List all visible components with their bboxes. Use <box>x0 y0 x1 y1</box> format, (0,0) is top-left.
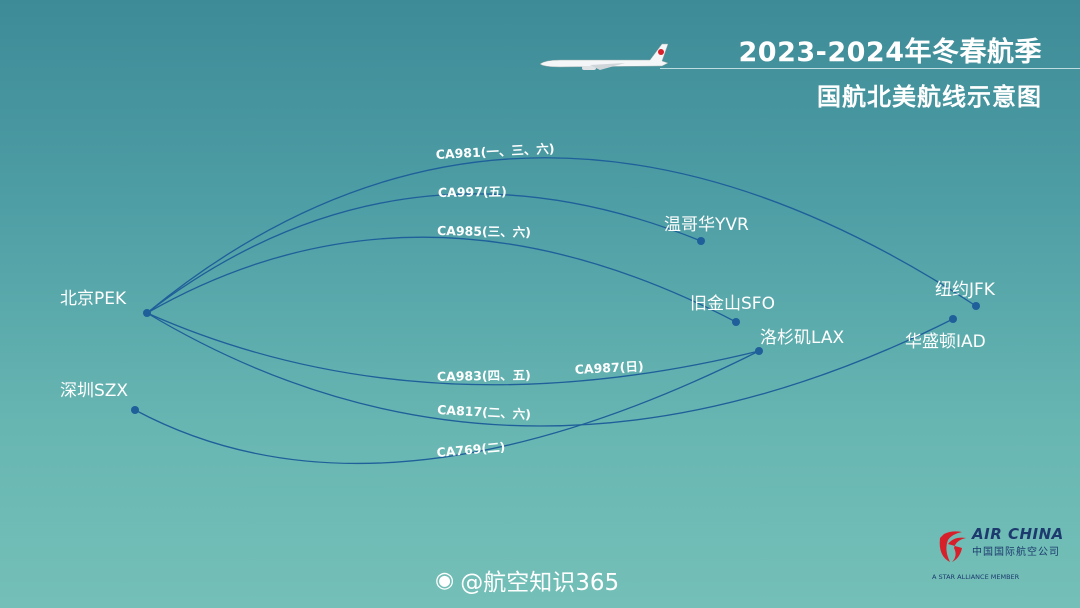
route-ca769 <box>134 350 760 465</box>
city-label-pek: 北京PEK <box>60 289 127 309</box>
route-label-ca987: CA987(日) <box>574 358 644 377</box>
city-label-szx: 深圳SZX <box>60 381 128 401</box>
route-label-ca817: CA817(二、六) <box>437 402 532 422</box>
page-subtitle: 国航北美航线示意图 <box>817 83 1042 111</box>
route-label-ca985: CA985(三、六) <box>437 223 531 240</box>
logo-text-cn: 中国国际航空公司 <box>972 547 1060 558</box>
city-dot-sfo <box>732 318 740 326</box>
phoenix-logo-icon <box>939 531 966 562</box>
title-rule <box>660 68 1080 69</box>
route-ca985 <box>146 236 737 323</box>
city-label-lax: 洛杉矶LAX <box>760 328 844 348</box>
watermark-text: @航空知识365 <box>460 570 620 596</box>
city-label-sfo: 旧金山SFO <box>690 294 775 314</box>
logo-text-en: AIR CHINA <box>972 525 1064 543</box>
route-label-ca997: CA997(五) <box>438 184 507 200</box>
page-title: 2023-2024年冬春航季 <box>738 37 1042 68</box>
route-ca997 <box>146 193 702 314</box>
airplane-icon <box>539 43 669 70</box>
route-label-ca769: CA769(二) <box>436 439 506 460</box>
city-dot-pek <box>143 309 151 317</box>
city-label-iad: 华盛顿IAD <box>905 332 986 352</box>
air-china-logo: AIR CHINA 中国国际航空公司 A STAR ALLIANCE MEMBE… <box>932 526 1072 586</box>
city-label-yvr: 温哥华YVR <box>664 215 749 235</box>
city-dot-lax <box>755 347 763 355</box>
city-dot-yvr <box>697 237 705 245</box>
city-dot-iad <box>949 315 957 323</box>
city-label-jfk: 纽约JFK <box>935 280 996 300</box>
route-label-ca981: CA981(一、三、六) <box>435 141 554 162</box>
route-ca981 <box>146 157 977 314</box>
city-dot-szx <box>131 406 139 414</box>
weibo-watermark: ◉ @航空知识365 <box>435 563 619 597</box>
star-alliance-text: A STAR ALLIANCE MEMBER <box>932 573 1020 581</box>
weibo-icon: ◉ <box>435 567 455 593</box>
route-ca983 <box>146 312 760 386</box>
route-label-ca983: CA983(四、五) <box>437 367 531 384</box>
route-ca817 <box>146 312 954 427</box>
city-dot-jfk <box>972 302 980 310</box>
